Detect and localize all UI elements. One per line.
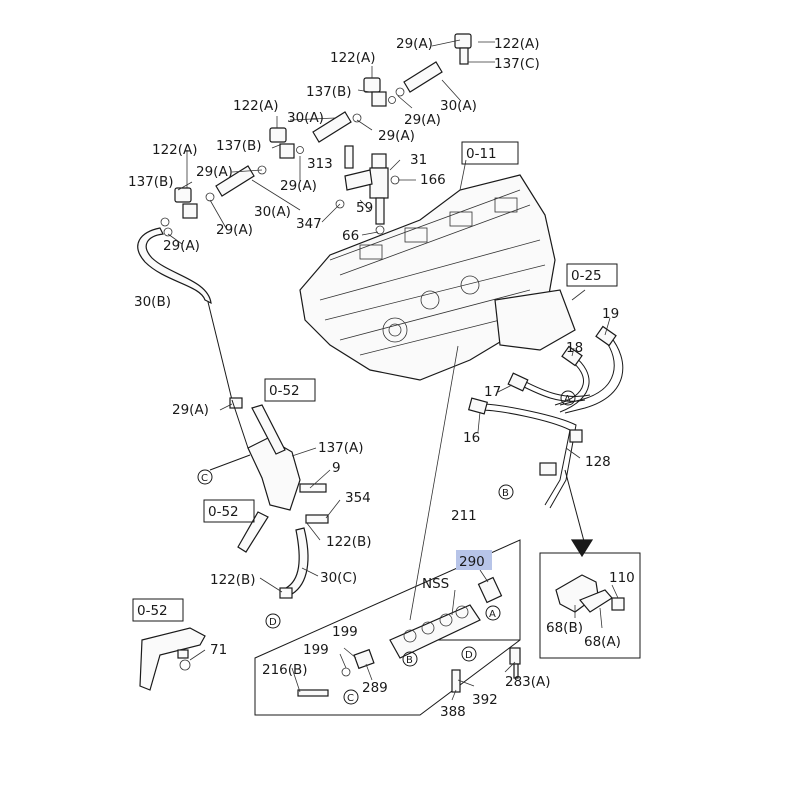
injector	[335, 145, 400, 235]
label-122a-3: 122(A)	[233, 98, 279, 114]
connection-markers	[197, 390, 576, 705]
marker-c-1: C	[201, 473, 208, 484]
cylinder-head	[299, 174, 576, 381]
label-29a-5: 29(A)	[280, 178, 317, 194]
marker-d-1: D	[269, 617, 277, 628]
label-289: 289	[362, 680, 388, 696]
label-30a-2: 30(A)	[287, 110, 324, 126]
label-18: 18	[566, 340, 583, 356]
label-283a: 283(A)	[505, 674, 551, 690]
lower-bracket	[209, 399, 329, 599]
label-71: 71	[210, 642, 227, 658]
label-31: 31	[410, 152, 427, 168]
marker-b-2: B	[406, 655, 413, 666]
label-29a-7: 29(A)	[163, 238, 200, 254]
fuel-rail-box	[254, 539, 521, 716]
label-59: 59	[356, 200, 373, 216]
label-9: 9	[332, 460, 341, 476]
label-0-52-2: 0-52	[208, 504, 239, 520]
label-137b-3: 137(B)	[128, 174, 174, 190]
label-199-1: 199	[332, 624, 358, 640]
label-30c: 30(C)	[320, 570, 357, 586]
label-290: 290	[459, 554, 485, 570]
label-29a-6: 29(A)	[216, 222, 253, 238]
marker-b-1: B	[502, 488, 509, 499]
leader-lines	[167, 39, 619, 701]
label-122b-1: 122(B)	[326, 534, 372, 550]
label-354: 354	[345, 490, 371, 506]
label-0-52-1: 0-52	[269, 383, 300, 399]
highlight-290	[456, 550, 492, 570]
label-388: 388	[440, 704, 466, 720]
label-68a: 68(A)	[584, 634, 621, 650]
label-17: 17	[484, 384, 501, 400]
label-128: 128	[585, 454, 611, 470]
label-29a-3: 29(A)	[378, 128, 415, 144]
marker-a-2: A	[489, 609, 496, 620]
label-16: 16	[463, 430, 480, 446]
label-137c: 137(C)	[494, 56, 540, 72]
marker-a-1: A	[564, 394, 571, 405]
label-29a-2: 29(A)	[404, 112, 441, 128]
label-19: 19	[602, 306, 619, 322]
label-29a-1: 29(A)	[396, 36, 433, 52]
label-30a-3: 30(A)	[254, 204, 291, 220]
label-122a-4: 122(A)	[152, 142, 198, 158]
label-137b-2: 137(B)	[216, 138, 262, 154]
label-216b: 216(B)	[262, 662, 308, 678]
label-137b-1: 137(B)	[306, 84, 352, 100]
label-211: 211	[451, 508, 477, 524]
bracket-71	[139, 627, 206, 691]
label-137a: 137(A)	[318, 440, 364, 456]
marker-c-2: C	[347, 693, 354, 704]
label-122a-2: 122(A)	[330, 50, 376, 66]
label-30a-1: 30(A)	[440, 98, 477, 114]
label-166: 166	[420, 172, 446, 188]
clip-detail-box	[539, 469, 641, 659]
label-313: 313	[307, 156, 333, 172]
label-122a-1: 122(A)	[494, 36, 540, 52]
label-347: 347	[296, 216, 322, 232]
marker-d-2: D	[465, 650, 473, 661]
label-199-2: 199	[303, 642, 329, 658]
label-29a-4: 29(A)	[196, 164, 233, 180]
label-110: 110	[609, 570, 635, 586]
injection-pipes	[467, 325, 624, 509]
label-0-52-3: 0-52	[137, 603, 168, 619]
label-0-25: 0-25	[571, 268, 602, 284]
fuel-return-hoses	[137, 33, 472, 409]
reference-boxes	[132, 141, 618, 622]
label-122b-2: 122(B)	[210, 572, 256, 588]
label-nss: NSS	[422, 576, 449, 592]
label-0-11: 0-11	[466, 146, 497, 162]
label-66: 66	[342, 228, 359, 244]
label-29a-8: 29(A)	[172, 402, 209, 418]
part-labels: 29(A) 122(A) 122(A) 137(C) 137(B) 30(A) …	[128, 36, 635, 720]
label-30b: 30(B)	[134, 294, 171, 310]
label-68b: 68(B)	[546, 620, 583, 636]
label-392: 392	[472, 692, 498, 708]
